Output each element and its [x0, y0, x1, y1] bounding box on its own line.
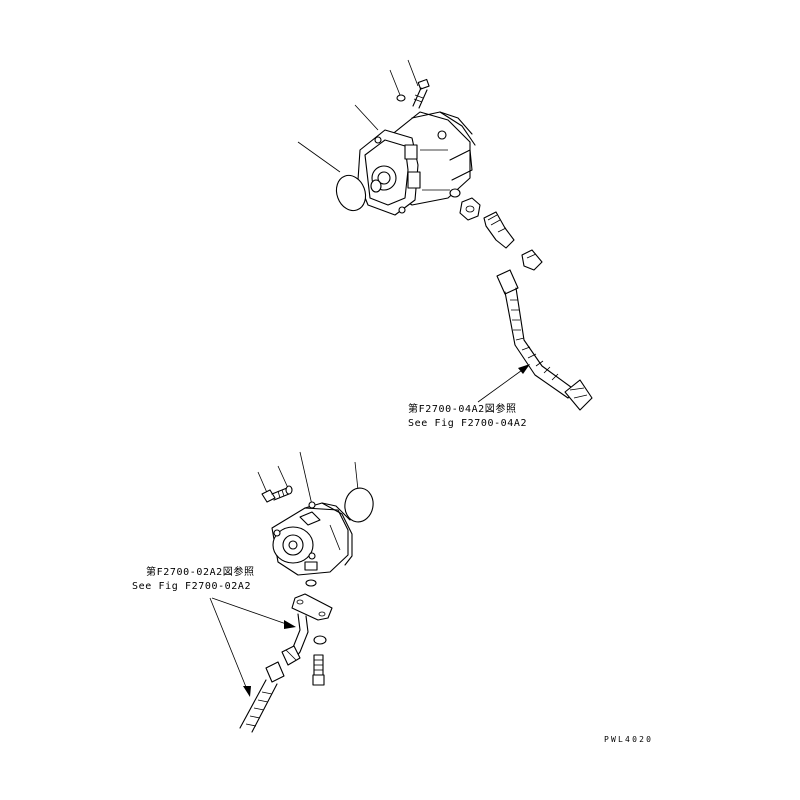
lower-pump-assembly: 第F2700-02A2図参照 See Fig F2700-02A2: [132, 451, 374, 733]
lower-flange-bolt: [312, 654, 325, 686]
lower-bolt: [261, 487, 290, 503]
upper-hydraulic-pump: [357, 111, 476, 216]
upper-nut: [459, 197, 481, 221]
lower-gasket: [344, 487, 374, 523]
lower-hose: [239, 661, 285, 733]
upper-reference-arrow: [477, 364, 530, 403]
lower-o-ring: [305, 579, 317, 587]
upper-reference-en: See Fig F2700-04A2: [408, 418, 527, 429]
upper-pump-assembly: 第F2700-04A2図参照 See Fig F2700-04A2: [297, 59, 593, 429]
lower-tube: [281, 613, 309, 666]
drawing-code: PWL4020: [604, 735, 653, 744]
upper-hose: [496, 269, 593, 411]
upper-bolt: [412, 78, 430, 109]
upper-gasket: [335, 174, 367, 212]
lower-washer: [285, 485, 293, 495]
lower-seal-washer: [313, 635, 327, 645]
upper-adapter: [521, 249, 543, 271]
lower-reference-arrows: [209, 597, 296, 697]
lower-reference-jp: 第F2700-02A2図参照: [146, 565, 255, 578]
upper-reference-jp: 第F2700-04A2図参照: [408, 402, 517, 415]
upper-washer: [396, 94, 406, 102]
lower-reference-en: See Fig F2700-02A2: [132, 581, 251, 592]
upper-elbow-fitting: [483, 211, 515, 249]
lower-hydraulic-pump: [271, 501, 353, 576]
upper-o-ring: [449, 188, 461, 198]
lower-flange: [291, 593, 333, 621]
